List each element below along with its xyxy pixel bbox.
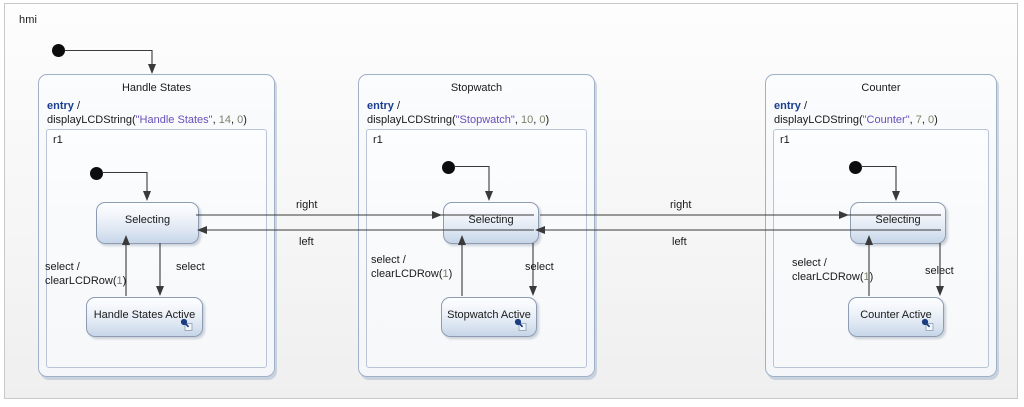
initial-node-r1[interactable] — [849, 161, 862, 174]
action-sep-2: , — [921, 114, 928, 126]
composite-title: Stopwatch — [450, 82, 503, 94]
transition-label-left-1: left — [299, 236, 314, 248]
action-sep-2: , — [533, 114, 540, 126]
composite-title: Handle States — [121, 82, 192, 94]
action-prefix: displayLCDString( — [47, 114, 136, 126]
transition-label-sw-return: select / clearLCDRow(1) — [371, 253, 452, 281]
transition-label-left-2: left — [672, 236, 687, 248]
action-number-arg-1: 10 — [520, 114, 534, 126]
label-line-1: select / — [371, 254, 406, 266]
action-string-arg: "Handle States" — [135, 114, 213, 126]
action-suffix: ) — [934, 114, 938, 126]
transition-label-ct-return: select / clearLCDRow(1) — [792, 256, 873, 284]
action-number-arg-2: 0 — [539, 114, 546, 126]
label-line-1: select / — [45, 261, 80, 273]
region-label: r1 — [373, 134, 383, 146]
initial-node-root[interactable] — [52, 44, 65, 57]
transition-label-hs-return: select / clearLCDRow(1) — [45, 260, 126, 288]
state-label: Selecting — [124, 214, 171, 226]
action-number-arg-1: 14 — [218, 114, 231, 126]
action-prefix: displayLCDString( — [367, 114, 456, 126]
subdiagram-icon — [921, 318, 934, 331]
initial-node-r1[interactable] — [90, 167, 103, 180]
entry-keyword: entry — [774, 100, 801, 112]
subdiagram-icon — [514, 318, 527, 331]
label-arg: 1 — [863, 271, 870, 283]
action-suffix: ) — [243, 114, 247, 126]
state-label: Counter Active — [860, 309, 932, 321]
label-line-1: select / — [792, 257, 827, 269]
action-string-arg: "Counter" — [862, 114, 910, 126]
action-number-arg-2: 0 — [927, 114, 935, 126]
transition-label-right-1: right — [296, 199, 318, 211]
state-counter-active[interactable]: Counter Active — [848, 297, 944, 337]
entry-slash: / — [396, 100, 401, 112]
label-line-2: clearLCDRow(1) — [371, 268, 453, 280]
action-number-arg-2: 0 — [237, 114, 244, 126]
label-line-2: clearLCDRow(1) — [45, 275, 127, 287]
action-number-arg-1: 7 — [915, 114, 922, 126]
state-selecting[interactable]: Selecting — [443, 202, 539, 244]
composite-state-handle-states[interactable]: Handle States entry / displayLCDString("… — [38, 74, 275, 377]
label-arg: 1 — [442, 268, 449, 280]
transition-label-hs-enter: select — [176, 261, 205, 273]
entry-slash: / — [76, 100, 81, 112]
action-sep-1: , — [212, 114, 219, 126]
region-label: r1 — [780, 134, 790, 146]
entry-action-block: entry / displayLCDString("Counter", 7, 0… — [774, 99, 938, 127]
transition-label-ct-enter: select — [925, 265, 954, 277]
action-prefix: displayLCDString( — [774, 114, 863, 126]
state-selecting[interactable]: Selecting — [850, 202, 946, 244]
transition-label-sw-enter: select — [525, 261, 554, 273]
action-string-arg: "Stopwatch" — [455, 114, 515, 126]
state-handle-states-active[interactable]: Handle States Active — [86, 297, 203, 337]
state-label: Handle States Active — [93, 309, 196, 321]
root-state-label: hmi — [19, 14, 38, 26]
action-sep-1: , — [909, 114, 916, 126]
state-label: Selecting — [875, 214, 921, 226]
entry-keyword: entry — [367, 100, 394, 112]
entry-action-block: entry / displayLCDString("Stopwatch", 10… — [367, 99, 549, 127]
transition-label-right-2: right — [670, 199, 692, 211]
label-line-2: clearLCDRow(1) — [792, 271, 874, 283]
label-arg: 1 — [116, 275, 123, 287]
state-selecting[interactable]: Selecting — [96, 202, 199, 244]
state-stopwatch-active[interactable]: Stopwatch Active — [441, 297, 537, 337]
action-sep-1: , — [514, 114, 521, 126]
action-sep-2: , — [230, 114, 238, 126]
composite-state-stopwatch[interactable]: Stopwatch entry / displayLCDString("Stop… — [358, 74, 595, 377]
entry-slash: / — [803, 100, 808, 112]
composite-state-counter[interactable]: Counter entry / displayLCDString("Counte… — [765, 74, 997, 377]
entry-action-block: entry / displayLCDString("Handle States"… — [47, 99, 247, 127]
initial-node-r1[interactable] — [442, 161, 455, 174]
state-label: Stopwatch Active — [447, 309, 531, 321]
state-label: Selecting — [468, 214, 514, 226]
subdiagram-icon — [180, 318, 193, 331]
entry-keyword: entry — [47, 100, 74, 112]
region-label: r1 — [53, 134, 63, 146]
action-suffix: ) — [545, 114, 550, 126]
composite-title: Counter — [861, 82, 901, 94]
